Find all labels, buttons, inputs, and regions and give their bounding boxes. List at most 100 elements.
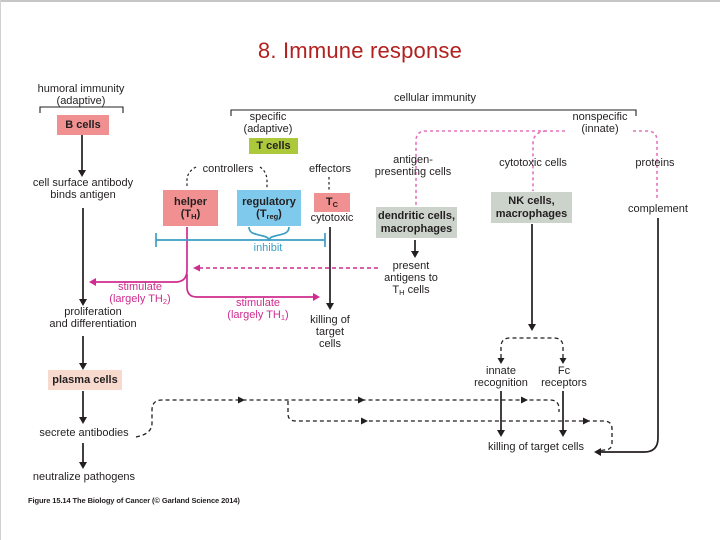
arrowhead [521, 396, 528, 404]
arrowhead [326, 303, 334, 310]
label-killing-target-line2: target [315, 326, 345, 339]
arrowhead [528, 324, 536, 331]
subscript: 2 [162, 297, 168, 307]
box-dendritic-line1: dendritic cells, [377, 210, 456, 223]
header-specific: specific (adaptive) [228, 111, 308, 135]
label-cytotoxic-cells: cytotoxic cells [499, 157, 567, 169]
header-nonspecific-line2: (innate) [581, 123, 619, 136]
subscript: 1 [280, 313, 286, 323]
box-plasma: plasma cells [48, 370, 122, 390]
label-proliferation-line2: and differentiation [49, 318, 137, 331]
box-regulatory: regulatory (Treg) [237, 190, 301, 226]
header-nonspecific-line1: nonspecific [572, 111, 628, 123]
box-regulatory-line1: regulatory [242, 195, 296, 208]
arrowhead [559, 358, 567, 364]
dashed-controllers-regulatory [259, 166, 268, 188]
label-controllers: controllers [202, 163, 254, 175]
label-innate-recognition-line1: innate [486, 365, 516, 377]
arrowhead [78, 170, 86, 177]
box-nk: NK cells, macrophages [491, 192, 572, 223]
label-stimulate-th1-line2: (largely TH1) [215, 309, 301, 323]
label-cell-surface-line1: cell surface antibody [32, 177, 134, 189]
label-neutralize: neutralize pathogens [32, 471, 136, 483]
text: (largely TH [227, 309, 281, 322]
box-nk-line1: NK cells, [508, 195, 555, 208]
arrowhead [89, 278, 96, 286]
stimulate-left-line [96, 227, 188, 283]
arrowhead [79, 417, 87, 424]
label-fc-receptors-line2: receptors [541, 377, 587, 390]
header-specific-line1: specific [249, 111, 287, 123]
box-t-cells: T cells [249, 138, 298, 154]
label-killing-target: killing of target cells [303, 314, 357, 350]
arrowhead [79, 299, 87, 306]
label-complement: complement [628, 203, 688, 215]
text: ) [167, 293, 171, 306]
label-antigen-presenting-line2: presenting cells [374, 166, 452, 179]
box-regulatory-line2: (Treg) [256, 208, 282, 222]
text: (largely TH [109, 293, 163, 306]
label-present-antigens-line3: TH cells [375, 284, 447, 298]
arrowhead [79, 363, 87, 370]
label-killing-bottom: killing of target cells [488, 441, 584, 453]
label-killing-target-line3: cells [318, 338, 341, 351]
text: T [392, 284, 400, 297]
arrowhead [361, 417, 368, 425]
box-helper-line1: helper [173, 195, 207, 208]
dashed-antibodies-upper [135, 399, 560, 438]
label-present-antigens-line1: present [392, 260, 430, 272]
arrowhead [583, 417, 590, 425]
arrowhead [497, 430, 505, 437]
label-innate-recognition-line2: recognition [474, 377, 528, 390]
label-fc-receptors: Fc receptors [534, 365, 594, 389]
figure-caption: Figure 15.14 The Biology of Cancer (© Ga… [28, 496, 240, 505]
box-dendritic: dendritic cells, macrophages [376, 207, 457, 238]
stimulate-right-line [186, 274, 313, 298]
arrowhead [497, 358, 505, 364]
page-title: 8. Immune response [257, 38, 463, 63]
header-specific-line2: (adaptive) [243, 123, 293, 136]
arrowhead [559, 430, 567, 437]
label-proliferation: proliferation and differentiation [20, 306, 166, 330]
box-dendritic-line2: macrophages [380, 222, 453, 235]
box-helper-line2: (TH) [180, 208, 200, 222]
label-proteins: proteins [635, 157, 675, 169]
box-b-cells: B cells [57, 115, 109, 135]
label-fc-receptors-line1: Fc [557, 365, 571, 377]
arrowhead [594, 448, 601, 456]
arrow-complement-to-killing [601, 218, 659, 453]
subscript: H [191, 212, 197, 222]
label-effectors: effectors [309, 163, 351, 175]
text: ) [278, 208, 282, 220]
text: cells [404, 284, 430, 297]
header-humoral: humoral immunity (adaptive) [9, 83, 153, 107]
label-stimulate-th2: stimulate (largely TH2) [98, 281, 182, 307]
subscript: reg [266, 212, 279, 222]
window-edge-top [0, 0, 720, 2]
label-cytotoxic: cytotoxic [310, 212, 354, 224]
header-nonspecific: nonspecific (innate) [560, 111, 640, 135]
label-killing-target-line1: killing of [310, 314, 350, 326]
label-innate-recognition: innate recognition [466, 365, 536, 389]
humoral-bracket [39, 106, 124, 113]
label-secrete: secrete antibodies [39, 427, 129, 439]
label-stimulate-th1-line1: stimulate [235, 297, 281, 309]
dashed-branch-nk [500, 337, 564, 358]
header-humoral-line2: (adaptive) [56, 95, 106, 108]
window-edge-left [0, 0, 1, 540]
arrowhead [79, 462, 87, 469]
inhibit-brace [248, 226, 290, 242]
text: (T [180, 208, 192, 220]
label-cell-surface: cell surface antibody binds antigen [10, 177, 156, 201]
text: T [325, 196, 333, 209]
box-helper: helper (TH) [163, 190, 218, 226]
header-cellular: cellular immunity [394, 92, 476, 104]
arrowhead [358, 396, 365, 404]
arrowhead [313, 293, 320, 301]
box-nk-line2: macrophages [495, 207, 568, 220]
label-antigen-presenting: antigen- presenting cells [368, 154, 458, 178]
label-inhibit: inhibit [253, 242, 283, 254]
arrowhead [193, 264, 200, 272]
subscript: H [399, 288, 405, 298]
